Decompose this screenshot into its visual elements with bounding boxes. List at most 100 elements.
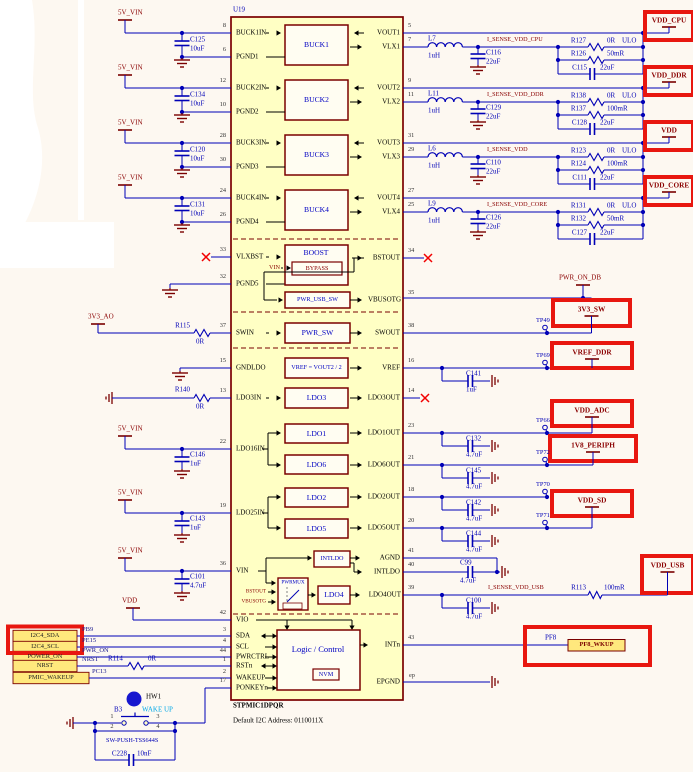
no-connect-x-icon: [423, 253, 433, 263]
ldo25-c: C143: [190, 514, 206, 523]
junction-dot: [640, 57, 646, 63]
bucks-0-inn: BUCK1IN: [236, 28, 267, 37]
logic-rows-1-name: SCL: [236, 642, 249, 651]
logic-rows-4-name: WAKEUP: [236, 673, 266, 682]
ldo25-l5-net: VDD_SD: [577, 495, 607, 505]
pwr-pin40: 40: [408, 560, 415, 568]
bucks-0-r2: R126: [570, 49, 586, 58]
vref-pin15: 15: [219, 356, 226, 364]
pwr-c: C101: [190, 572, 206, 581]
highlight-red-box: [6, 624, 84, 655]
vref-pin16: 16: [408, 356, 415, 364]
bucks-2-r1n: ULO: [622, 146, 637, 155]
ldo16-l1-out: LDO1OUT: [367, 428, 400, 437]
ground-icon: [501, 566, 509, 578]
boost-block: BOOST: [303, 248, 329, 258]
resistor-icon: [587, 165, 605, 175]
logic-block: Logic / Control: [291, 643, 345, 654]
bucks-2-pin_in: 28: [219, 131, 226, 139]
bucks-1-block: BUCK2: [304, 95, 329, 105]
logic-rows-0-pin: 3: [222, 625, 226, 633]
logic-rows-4-sig: PC13: [92, 667, 107, 675]
bucks-3-lv: 1uH: [428, 216, 441, 225]
bucks-0-r1n: ULO: [622, 36, 637, 45]
resistor-icon: [587, 220, 605, 230]
pwr-rv: 100mR: [604, 583, 625, 592]
bucks-1-r1v: 0R: [607, 91, 616, 100]
bucks-1-pin_vout: 9: [408, 76, 412, 84]
resistor-icon: [587, 207, 605, 217]
ground-icon: [174, 591, 190, 601]
boost-r: R115: [175, 321, 190, 330]
ground-icon: [491, 440, 499, 452]
bucks-2-vlx: VLX3: [382, 152, 400, 161]
vio-pin42: 42: [219, 608, 226, 616]
ic-part: STPMIC1DPQR: [233, 701, 284, 710]
ldo16-l6-pin: 21: [408, 453, 415, 461]
no-connect-x-icon: [420, 393, 430, 403]
capacitor-icon: [467, 375, 474, 387]
junction-dot: [640, 222, 646, 228]
ldo16-l1-block: LDO1: [306, 428, 327, 438]
testpoint-icon: [542, 424, 548, 434]
pwr-pin36: 36: [219, 559, 226, 567]
ldo25-vin: 5V_VIN: [118, 488, 143, 497]
highlight-red-box: [523, 625, 652, 667]
ldo3-pin14: 14: [408, 386, 415, 394]
ldo16-l6-out: LDO6OUT: [367, 460, 400, 469]
bucks-0-cinv: 10uF: [190, 44, 205, 53]
pwr-vin: 5V_VIN: [118, 546, 143, 555]
boost-pin38: 38: [408, 321, 415, 329]
bucks-0-vlx: VLX1: [382, 42, 400, 51]
logic-rows-2-name: PWRCTRL: [236, 652, 270, 661]
ldo16-l1-pin: 23: [408, 421, 415, 429]
logic-rows-3-r: R114: [108, 654, 123, 663]
bucks-0-net: VDD_CPU: [651, 15, 687, 25]
bucks-1-pin_in: 12: [219, 76, 226, 84]
logic-intn-pf8: PF8: [545, 633, 557, 642]
pwr-in1: BSTOUT: [245, 588, 266, 595]
bucks-0-pin_vout: 5: [408, 21, 412, 29]
bucks-2-net: VDD: [661, 125, 677, 135]
pwr-out: INTLDO: [373, 567, 400, 576]
ldo16-l6-tp: TP72: [536, 448, 550, 456]
ldo25-l2-pin: 18: [408, 485, 415, 493]
boost-vlxbst: VLXBST: [236, 252, 264, 261]
resistor-icon: [587, 97, 605, 107]
inductor-icon: [427, 97, 463, 103]
bucks-2-c2v: 22uF: [600, 173, 615, 182]
pwr-mux: PWRMUX: [281, 579, 305, 586]
pwr-c100: C100: [466, 596, 482, 605]
pwr-name: VIN: [236, 566, 249, 575]
bucks-2-r2: R124: [570, 159, 586, 168]
ldo25-l2-c: C142: [466, 498, 482, 507]
bucks-1-c2: C128: [571, 118, 587, 127]
button-p3: 3: [156, 712, 160, 720]
vref-cv: 1uF: [466, 385, 477, 394]
pwr-c99v: 4.7uF: [460, 576, 477, 585]
boost-ao: 3V3_AO: [88, 312, 114, 321]
bucks-0-l: L7: [428, 34, 436, 43]
ground-icon: [491, 535, 499, 547]
junction-dot: [640, 99, 646, 105]
bucks-0-sense: I_SENSE_VDD_CPU: [487, 35, 543, 43]
capacitor-icon: [174, 520, 190, 527]
bucks-1-inn: BUCK2IN: [236, 83, 267, 92]
capacitor-icon: [589, 123, 596, 135]
bucks-0-r2v: 50mR: [607, 49, 625, 58]
bucks-2-vin: 5V_VIN: [118, 118, 143, 127]
junction-dot: [640, 44, 646, 50]
logic-ponkey-pin: 17: [219, 676, 226, 684]
bucks-3-r2: R132: [570, 214, 586, 223]
bucks-3-r1: R131: [570, 201, 586, 210]
logic-ep-name: EPGND: [376, 677, 400, 686]
bucks-0-lv: 1uH: [428, 51, 441, 60]
bucks-3-inn: BUCK4IN: [236, 193, 267, 202]
bucks-1-lv: 1uH: [428, 106, 441, 115]
ground-icon: [172, 371, 188, 381]
bucks-1-cout: C129: [486, 103, 502, 112]
bucks-3-block: BUCK4: [304, 205, 329, 215]
capacitor-icon: [174, 578, 190, 585]
bucks-3-r2v: 50mR: [607, 214, 625, 223]
bucks-3-vin: 5V_VIN: [118, 173, 143, 182]
